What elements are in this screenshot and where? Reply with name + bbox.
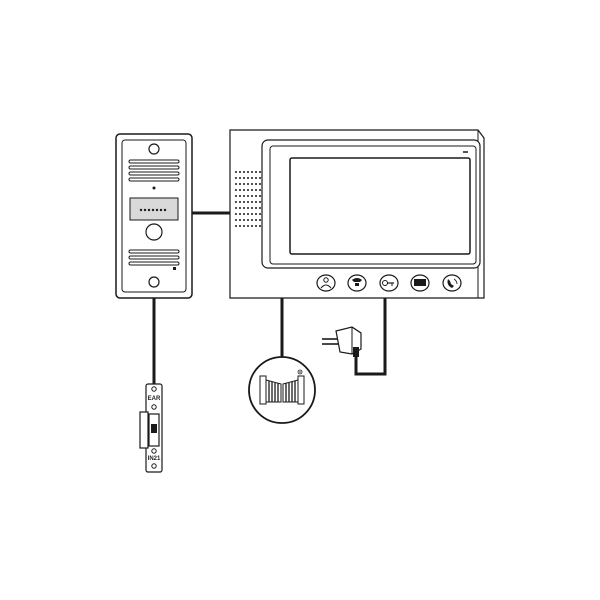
speaker-hole (239, 195, 241, 197)
speaker-hole (247, 207, 249, 209)
speaker-hole (235, 195, 237, 197)
speaker-hole (239, 213, 241, 215)
plug-icon (322, 326, 362, 357)
speaker-hole (247, 177, 249, 179)
camera-icon (410, 274, 430, 292)
speaker-hole (247, 183, 249, 185)
speaker-hole (243, 213, 245, 215)
speaker-hole (251, 213, 253, 215)
monitor-speaker (235, 171, 261, 227)
speaker-hole (247, 201, 249, 203)
speaker-hole (243, 219, 245, 221)
speaker-hole (247, 213, 249, 215)
ir-leds (139, 208, 167, 212)
speaker-hole (251, 207, 253, 209)
speaker-hole (239, 219, 241, 221)
speaker-hole (243, 207, 245, 209)
power-cable (354, 298, 387, 376)
speaker-hole (259, 207, 261, 209)
speaker-hole (251, 177, 253, 179)
speaker-hole (251, 189, 253, 191)
speaker-hole (251, 183, 253, 185)
speaker-hole (259, 195, 261, 197)
speaker-grille (128, 159, 180, 182)
speaker-hole (259, 171, 261, 173)
power-adapter (322, 298, 387, 376)
speaker-hole (247, 219, 249, 221)
speaker-hole (243, 195, 245, 197)
speaker-hole (239, 189, 241, 191)
speaker-hole (259, 189, 261, 191)
speaker-hole (251, 219, 253, 221)
speaker-hole (251, 171, 253, 173)
speaker-hole (235, 219, 237, 221)
speaker-hole (239, 207, 241, 209)
call-button-icon (145, 223, 163, 241)
speaker-hole (235, 213, 237, 215)
speaker-hole (251, 225, 253, 227)
speaker-hole (255, 177, 257, 179)
monitor-screen (289, 157, 471, 255)
speaker-hole (251, 195, 253, 197)
lower-grille (128, 249, 180, 266)
speaker-hole (255, 213, 257, 215)
speaker-hole (235, 201, 237, 203)
gate-icon (248, 356, 316, 424)
screw-icon (148, 276, 160, 288)
speaker-hole (255, 201, 257, 203)
monitor-buttons (316, 274, 462, 292)
electric-lock: EAR IN21 (139, 383, 163, 473)
speaker-hole (255, 189, 257, 191)
speaker-hole (255, 225, 257, 227)
indoor-monitor (229, 129, 485, 299)
speaker-hole (247, 189, 249, 191)
speaker-hole (235, 189, 237, 191)
speaker-hole (243, 171, 245, 173)
screw-icon (148, 143, 160, 155)
speaker-hole (259, 201, 261, 203)
speaker-hole (255, 207, 257, 209)
speaker-hole (243, 225, 245, 227)
speaker-hole (247, 195, 249, 197)
speaker-hole (259, 183, 261, 185)
speaker-hole (255, 219, 257, 221)
speaker-hole (235, 171, 237, 173)
speaker-hole (255, 183, 257, 185)
camera-window (129, 197, 179, 221)
speaker-hole (243, 177, 245, 179)
speaker-hole (235, 177, 237, 179)
speaker-hole (239, 171, 241, 173)
speaker-hole (255, 195, 257, 197)
user-icon (316, 274, 336, 292)
phone-icon (347, 274, 367, 292)
speaker-hole (259, 213, 261, 215)
speaker-hole (239, 225, 241, 227)
speaker-hole (235, 225, 237, 227)
speaker-hole (259, 177, 261, 179)
speaker-hole (235, 183, 237, 185)
lock-bottom-label: IN21 (148, 456, 161, 462)
speaker-hole (243, 201, 245, 203)
speaker-hole (247, 225, 249, 227)
speaker-hole (243, 183, 245, 185)
key-icon (379, 274, 399, 292)
speaker-hole (239, 201, 241, 203)
speaker-hole (235, 207, 237, 209)
lock-top-label: EAR (148, 396, 161, 402)
outdoor-panel (115, 133, 193, 299)
speaker-hole (239, 183, 241, 185)
speaker-hole (243, 189, 245, 191)
speaker-hole (255, 171, 257, 173)
speaker-hole (247, 171, 249, 173)
microphone-icon (152, 186, 156, 190)
handset-icon (442, 274, 462, 292)
speaker-hole (251, 201, 253, 203)
speaker-hole (239, 177, 241, 179)
speaker-hole (259, 219, 261, 221)
speaker-hole (259, 225, 261, 227)
